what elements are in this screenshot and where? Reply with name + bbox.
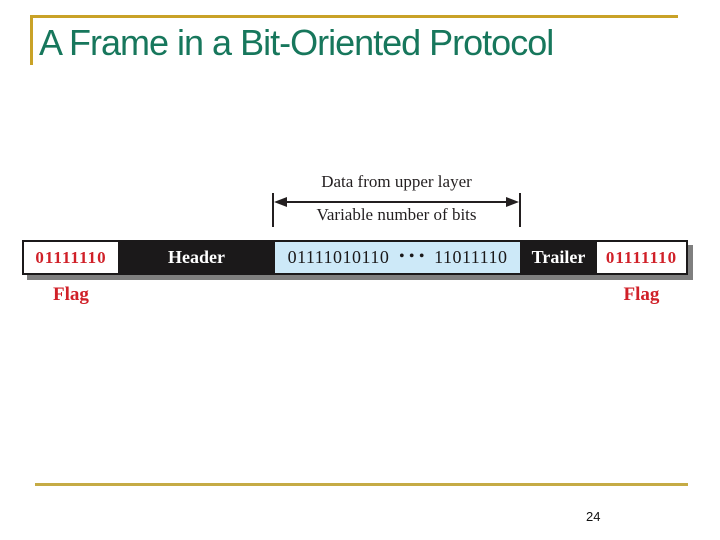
frame-segment-flag-left: 01111110: [22, 240, 120, 275]
slide-title: A Frame in a Bit-Oriented Protocol: [39, 22, 554, 63]
arrow-label-bottom: Variable number of bits: [316, 205, 477, 224]
data-bits-left: 01111010110: [287, 247, 390, 267]
page-number: 24: [586, 509, 601, 524]
data-bits-right: 11011110: [434, 247, 508, 267]
frame-segment-flag-right: 01111110: [595, 240, 688, 275]
double-arrow-icon: [272, 193, 521, 227]
ellipsis-dots: •••: [399, 248, 430, 264]
flag-caption-left: Flag: [53, 284, 89, 305]
footer-rule: [35, 483, 688, 486]
flag-caption-right: Flag: [623, 284, 660, 305]
frame-segment-header: Header: [120, 240, 273, 275]
frame-segment-data: 01111010110 ••• 11011110: [273, 240, 522, 275]
title-rule: A Frame in a Bit-Oriented Protocol: [30, 15, 678, 65]
frame-bar: 01111110 Header 01111010110 ••• 11011110…: [22, 240, 688, 275]
arrow-label-top: Data from upper layer: [321, 172, 472, 191]
frame-segment-trailer: Trailer: [522, 240, 595, 275]
data-span-annotation: Data from upper layer Variable number of…: [272, 172, 521, 228]
